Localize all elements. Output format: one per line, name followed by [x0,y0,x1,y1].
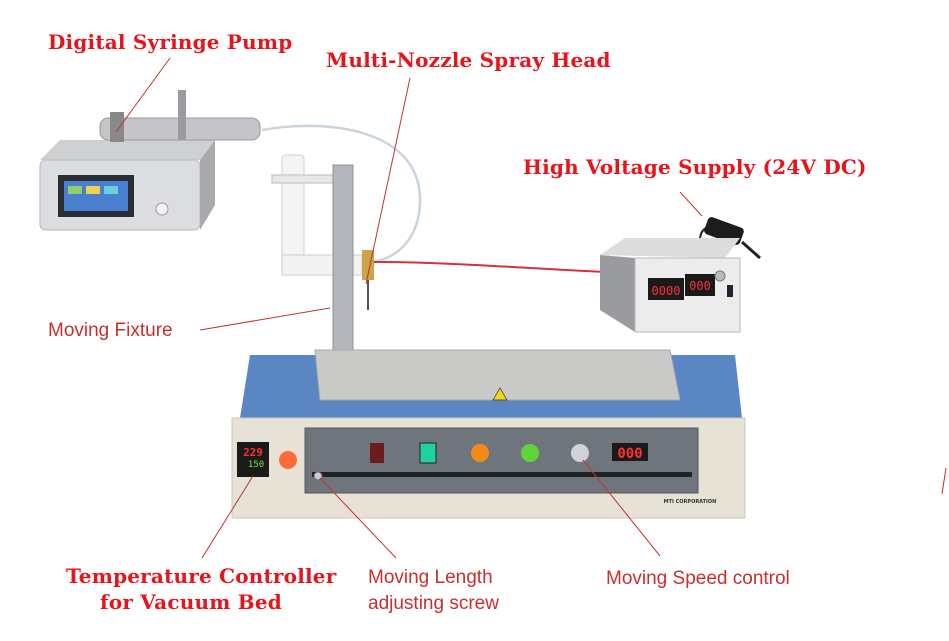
green-button [521,444,539,462]
power-adapter [704,217,744,245]
power-switch [370,443,384,463]
vacuum-bed-plate [314,349,681,401]
syringe-pump [39,90,261,231]
spray-nozzle [362,250,374,280]
moving-fixture [271,154,374,416]
label-spray-head: Multi-Nozzle Spray Head [326,48,611,72]
run-switch [419,442,437,464]
fluid-tube [261,124,422,264]
slot-track [312,472,692,477]
label-length-screw-line1: Moving Length [368,567,493,588]
leader-lines [115,57,947,559]
speed-display-box [612,443,648,461]
hv-current-display: 000 [689,279,711,293]
speed-display: 000 [617,446,642,462]
orange-button [471,444,489,462]
temp-controller [237,442,269,477]
label-moving-fixture: Moving Fixture [48,320,173,341]
label-temp-controller-line1: Temperature Controller [66,564,337,588]
coating-machine-base: 000 229 150 MTI CORPORATION [231,349,746,519]
speed-knob [571,444,589,462]
brand-label: MTI CORPORATION [664,499,717,505]
label-syringe-pump: Digital Syringe Pump [48,30,293,54]
label-temp-controller: Temperature Controller for Vacuum Bed [66,563,337,615]
heater-indicator [279,451,297,469]
label-length-screw: Moving Length adjusting screw [368,565,499,617]
pump-knob [155,202,169,216]
label-hv-supply: High Voltage Supply (24V DC) [523,155,867,179]
hv-voltage-display: 0000 [652,284,681,298]
label-speed-control: Moving Speed control [606,568,790,589]
label-temp-controller-line2: for Vacuum Bed [100,590,282,614]
label-length-screw-line2: adjusting screw [368,593,499,614]
hv-cable [371,261,606,273]
high-voltage-supply: 0000 000 [600,238,741,333]
temp-pv-display: 229 [243,446,263,459]
temp-sv-display: 150 [248,460,264,470]
